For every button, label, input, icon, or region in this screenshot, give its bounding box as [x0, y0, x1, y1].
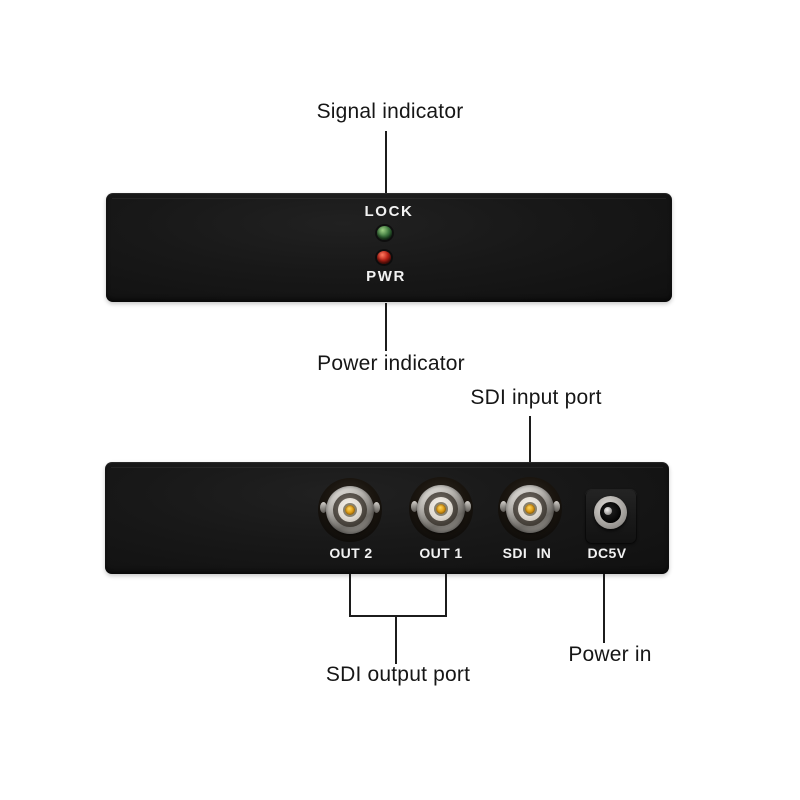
bnc-connector-sdi-in — [498, 477, 562, 541]
rear-panel: OUT 2 OUT 1 SDI IN DC5V — [105, 462, 669, 574]
power-in-callout-line — [603, 574, 605, 643]
sdi-output-port-label: SDI output port — [325, 663, 471, 686]
bnc-connector-out-2 — [318, 478, 382, 542]
signal-indicator-callout-line — [385, 131, 387, 193]
sdi-output-callout-line — [395, 617, 397, 664]
power-indicator-label: Power indicator — [317, 352, 465, 375]
sdi-input-callout-line — [529, 416, 531, 463]
dc-jack-hole — [600, 502, 621, 523]
pwr-led-icon — [377, 251, 391, 264]
bnc-center-pin — [345, 505, 355, 515]
dc-jack-ring — [594, 496, 627, 529]
bnc-bayonet-lug — [411, 501, 418, 512]
bnc-center-pin — [525, 504, 535, 514]
lock-led-icon — [377, 226, 392, 240]
port-label-sdi-in: SDI IN — [502, 545, 552, 561]
port-label-out-1: OUT 1 — [419, 545, 463, 561]
lock-label: LOCK — [364, 203, 414, 220]
port-label-dc5v: DC5V — [587, 545, 627, 561]
signal-indicator-label: Signal indicator — [316, 100, 464, 123]
dc-power-jack — [585, 489, 637, 544]
sdi-output-bracket-left-line — [349, 574, 351, 617]
front-panel: LOCK PWR — [106, 193, 672, 302]
power-indicator-callout-line — [385, 303, 387, 351]
bnc-bayonet-lug — [373, 502, 380, 513]
bnc-center-pin — [436, 504, 446, 514]
bnc-connector-out-1 — [409, 477, 473, 541]
sdi-output-bracket-bottom-line — [349, 615, 447, 617]
pwr-label: PWR — [366, 268, 406, 285]
bnc-bayonet-lug — [553, 501, 560, 512]
sdi-output-bracket-right-line — [445, 574, 447, 617]
port-label-out-2: OUT 2 — [329, 545, 373, 561]
power-in-label: Power in — [568, 643, 652, 666]
bnc-bayonet-lug — [464, 501, 471, 512]
bnc-bayonet-lug — [500, 501, 507, 512]
sdi-input-port-label: SDI input port — [470, 386, 602, 409]
bnc-bayonet-lug — [320, 502, 327, 513]
dc-jack-pin — [604, 507, 612, 515]
